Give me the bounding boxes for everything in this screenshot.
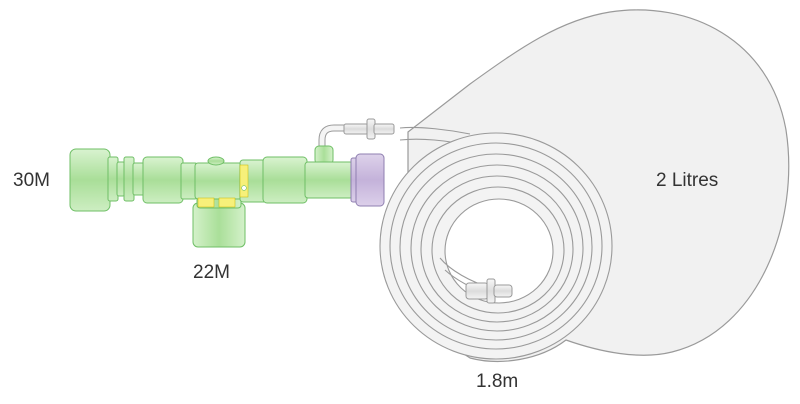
label-tube-length: 1.8m bbox=[476, 371, 519, 392]
purple-collar bbox=[350, 153, 385, 207]
label-22m: 22M bbox=[193, 262, 230, 283]
sampling-line bbox=[314, 118, 395, 165]
coiled-tubing bbox=[379, 126, 613, 360]
label-bag-volume: 2 Litres bbox=[656, 170, 719, 191]
tube-end-connector bbox=[465, 278, 513, 304]
label-30m: 30M bbox=[13, 170, 50, 191]
warning-labels bbox=[197, 164, 249, 208]
